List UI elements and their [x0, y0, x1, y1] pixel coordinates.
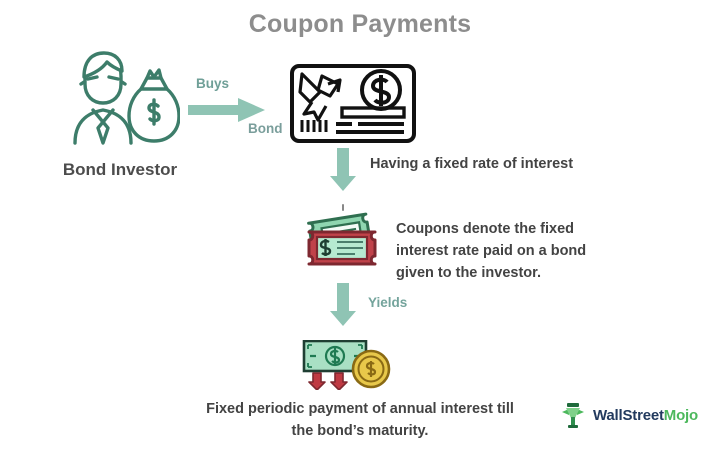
- step-3-text: Fixed periodic payment of annual interes…: [206, 401, 514, 440]
- page-title: Coupon Payments: [248, 10, 472, 38]
- logo-text-accent: Mojo: [663, 406, 698, 424]
- step-2-text: Coupons denote the fixed interest rate p…: [396, 221, 587, 282]
- bond-label: Bond: [248, 121, 283, 136]
- down-arrow-icon: [330, 148, 356, 192]
- logo-text-primary: WallStreet: [593, 406, 664, 424]
- down-arrow-icon: [330, 283, 356, 327]
- step-1-text: Having a fixed rate of interest: [370, 156, 574, 172]
- bond-certificate-icon: [288, 62, 418, 145]
- coupon-ticket-icon: [303, 202, 383, 274]
- right-arrow-icon: [188, 96, 266, 124]
- businessman-with-money-bag-icon: [55, 44, 181, 149]
- wallstreetmojo-emblem-icon: [558, 400, 588, 430]
- banknote-and-coin-icon: [302, 339, 392, 391]
- yields-label: Yields: [368, 295, 408, 310]
- wallstreetmojo-logo[interactable]: WallStreetMojo: [558, 398, 713, 432]
- logo-text: WallStreetMojo: [593, 407, 698, 424]
- buys-label: Buys: [196, 76, 230, 91]
- investor-label: Bond Investor: [62, 160, 178, 179]
